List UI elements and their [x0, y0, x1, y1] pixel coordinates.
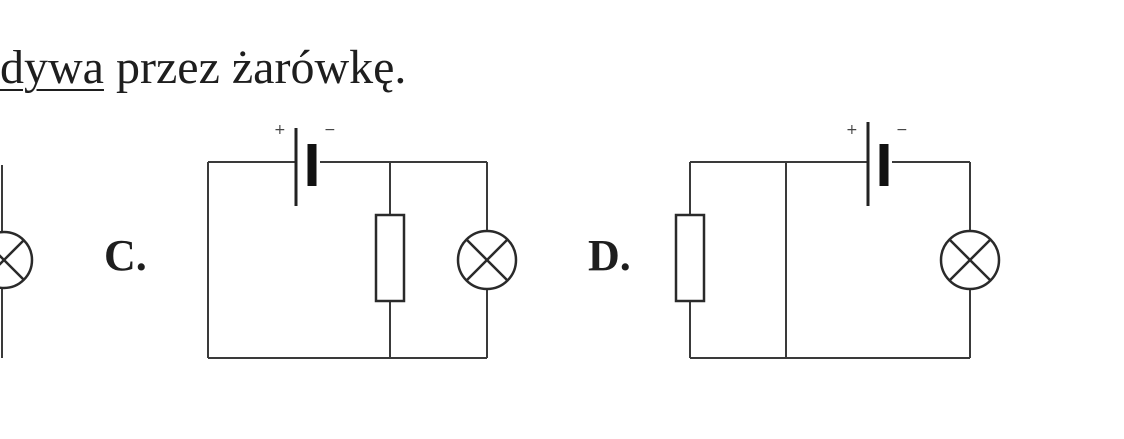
wires	[689, 161, 971, 359]
circuit-option-c: + −	[207, 122, 518, 359]
lamp-icon	[939, 229, 1001, 291]
resistor-icon	[374, 213, 406, 303]
lamp-icon	[456, 229, 518, 291]
question-text-rest: przez żarówkę.	[103, 41, 407, 94]
battery-icon: + −	[274, 122, 336, 206]
option-b-partial-circuit	[0, 165, 34, 358]
wires	[207, 161, 488, 359]
circuit-option-d: + −	[674, 122, 1001, 359]
resistor-icon	[674, 213, 706, 303]
battery-plus-sign: +	[274, 122, 286, 138]
battery-minus-sign: −	[324, 122, 336, 138]
option-label-c: C.	[104, 231, 147, 280]
option-label-d: D.	[588, 231, 631, 280]
question-text-fragment: dywa przez żarówkę.	[0, 40, 406, 96]
underlined-word: dywa	[0, 41, 104, 94]
lamp-icon	[0, 230, 34, 290]
battery-icon: + −	[846, 122, 908, 206]
battery-minus-sign: −	[896, 122, 908, 138]
battery-plus-sign: +	[846, 122, 858, 138]
